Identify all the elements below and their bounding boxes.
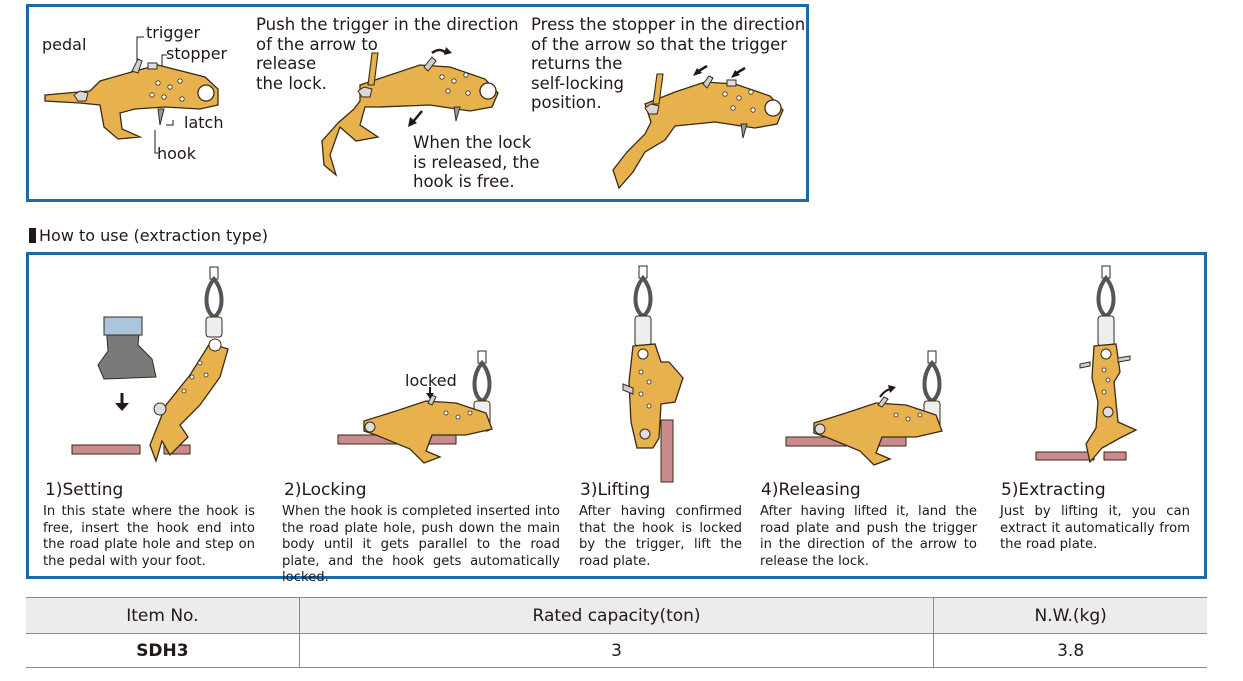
step3-desc: After having confirmed that the hook is … (579, 504, 742, 569)
free-caption: When the lock is released, the hook is f… (413, 133, 540, 191)
heading-marker (29, 228, 36, 243)
locked-label: locked (405, 371, 457, 390)
col-item-no: Item No. (26, 597, 300, 634)
spec-header-row: Item No. Rated capacity(ton) N.W.(kg) (26, 597, 1207, 634)
label-trigger: trigger (146, 23, 201, 42)
section-heading: How to use (extraction type) (29, 226, 268, 246)
col-rated-capacity: Rated capacity(ton) (298, 597, 934, 634)
cell-rated-capacity: 3 (298, 633, 934, 668)
cell-item-no: SDH3 (26, 633, 300, 668)
step1-illustration (71, 266, 229, 464)
step2-illustration (337, 350, 493, 464)
col-net-weight: N.W.(kg) (933, 597, 1207, 634)
table-row: SDH3 3 3.8 (26, 633, 1207, 668)
step3-title: 3)Lifting (580, 480, 651, 500)
step1-desc: In this state where the hook is free, in… (43, 504, 255, 569)
step2-desc: When the hook is completed inserted into… (282, 504, 560, 585)
step4-illustration (785, 350, 943, 466)
selflock-diagram (612, 64, 784, 190)
step5-illustration (1035, 265, 1138, 464)
label-stopper: stopper (166, 44, 228, 63)
step5-title: 5)Extracting (1001, 480, 1106, 500)
label-hook: hook (157, 144, 196, 163)
selflock-caption: Press the stopper in the direction of th… (531, 15, 806, 112)
label-latch: latch (184, 113, 224, 132)
step1-title: 1)Setting (45, 480, 124, 500)
step3-illustration (622, 265, 684, 483)
label-pedal: pedal (42, 35, 87, 54)
release-diagram (321, 47, 499, 177)
step4-desc: After having lifted it, land the road pl… (760, 504, 977, 569)
step2-title: 2)Locking (284, 480, 367, 500)
section-heading-text: How to use (extraction type) (39, 226, 268, 245)
cell-net-weight: 3.8 (933, 633, 1207, 668)
spec-table: Item No. Rated capacity(ton) N.W.(kg) SD… (26, 597, 1207, 668)
step4-title: 4)Releasing (761, 480, 861, 500)
parts-diagram (44, 36, 219, 154)
step5-desc: Just by lifting it, you can extract it a… (1000, 504, 1190, 552)
release-caption: Push the trigger in the direction of the… (256, 15, 519, 93)
